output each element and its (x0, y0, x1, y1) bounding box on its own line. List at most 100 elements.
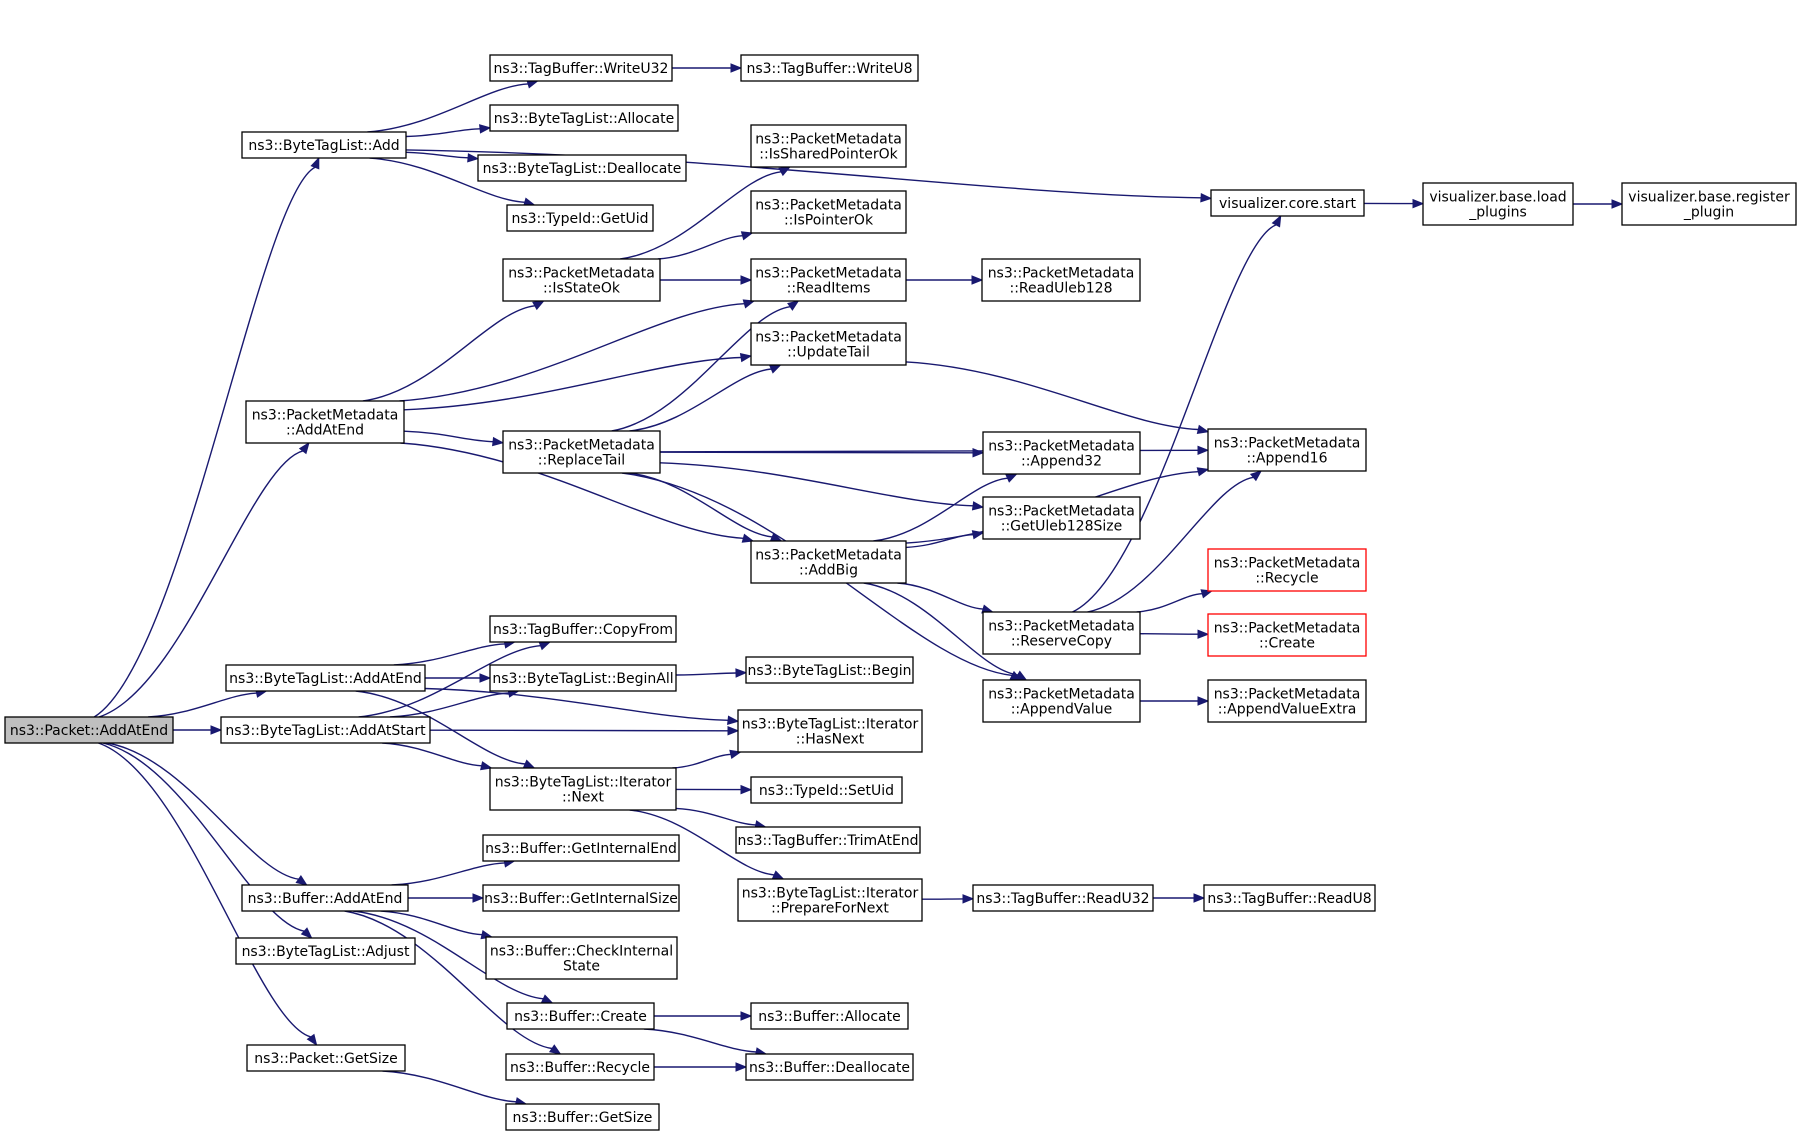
node-buf-allocate[interactable]: ns3::Buffer::Allocate (750, 1002, 909, 1030)
edge-line (405, 151, 469, 159)
node-buf-getinternalsize[interactable]: ns3::Buffer::GetInternalSize (482, 884, 680, 912)
edge-pm_addatend-to-pm_readitems (399, 299, 756, 402)
node-btl-iter-next[interactable]: ns3::ByteTagList::Iterator::Next (489, 767, 677, 811)
edge-pm_addatend-to-pm_addbig (400, 442, 755, 543)
arrowhead-icon (1611, 199, 1624, 209)
node-box (750, 190, 907, 234)
node-tb-copyfrom[interactable]: ns3::TagBuffer::CopyFrom (489, 615, 677, 643)
node-label: ns3::ByteTagList::Adjust (242, 944, 410, 960)
edge-line (429, 729, 729, 732)
node-viz-base-register[interactable]: visualizer.base.register_plugin (1621, 182, 1797, 226)
node-label: ns3::ByteTagList::Deallocate (483, 161, 682, 177)
node-box (235, 937, 416, 965)
arrowhead-icon (787, 300, 800, 311)
arrowhead-icon (492, 436, 505, 447)
node-btl-allocate[interactable]: ns3::ByteTagList::Allocate (489, 104, 679, 132)
node-root[interactable]: ns3::Packet::AddAtEnd (4, 716, 174, 744)
node-box (505, 1053, 655, 1081)
node-buf-getinternalend[interactable]: ns3::Buffer::GetInternalEnd (482, 834, 680, 862)
node-tb-readu8[interactable]: ns3::TagBuffer::ReadU8 (1203, 884, 1376, 912)
edge-pm_isstateok-to-pm_ispointerok (657, 231, 754, 260)
node-buf-deallocate[interactable]: ns3::Buffer::Deallocate (745, 1053, 914, 1081)
node-box (506, 204, 654, 232)
node-box (750, 1002, 909, 1030)
node-pm-create[interactable]: ns3::PacketMetadata::Create (1207, 613, 1367, 657)
node-btl-begin[interactable]: ns3::ByteTagList::Begin (745, 656, 914, 684)
node-btl-deallocate[interactable]: ns3::ByteTagList::Deallocate (477, 154, 687, 182)
node-pm-readuleb128[interactable]: ns3::PacketMetadata::ReadUleb128 (981, 258, 1141, 302)
node-btl-iter-hasnext[interactable]: ns3::ByteTagList::Iterator::HasNext (737, 709, 923, 753)
node-pm-getuleb128size[interactable]: ns3::PacketMetadata::GetUleb128Size (982, 496, 1141, 540)
edge-viz_core_start-to-viz_base_load (1363, 198, 1425, 209)
node-pm-recycle[interactable]: ns3::PacketMetadata::Recycle (1207, 548, 1367, 592)
edge-line (1072, 224, 1277, 613)
node-viz-base-load[interactable]: visualizer.base.load_plugins (1422, 182, 1574, 226)
node-tb-writeu32[interactable]: ns3::TagBuffer::WriteU32 (489, 54, 673, 82)
arrowhead-icon (771, 870, 785, 880)
arrowhead-icon (532, 300, 545, 311)
arrowhead-icon (740, 1011, 753, 1021)
edge-buf_addatend-to-buf_getinternalsize (408, 893, 485, 903)
node-label: ns3::TagBuffer::ReadU8 (1207, 891, 1371, 907)
node-viz-core-start[interactable]: visualizer.core.start (1210, 189, 1365, 217)
node-typeid-getuid[interactable]: ns3::TypeId::GetUid (506, 204, 654, 232)
node-label: ns3::PacketMetadata (1214, 556, 1361, 572)
node-label: ns3::PacketMetadata (988, 687, 1135, 703)
node-pm-readitems[interactable]: ns3::PacketMetadata::ReadItems (750, 258, 907, 302)
node-btl-beginall[interactable]: ns3::ByteTagList::BeginAll (489, 664, 677, 692)
node-buf-getsize[interactable]: ns3::Buffer::GetSize (505, 1103, 660, 1131)
node-btl-adjust[interactable]: ns3::ByteTagList::Adjust (235, 937, 416, 965)
node-btl-iter-preparefornext[interactable]: ns3::ByteTagList::Iterator::PrepareForNe… (737, 878, 923, 922)
node-buf-create[interactable]: ns3::Buffer::Create (506, 1002, 655, 1030)
edge-line (643, 1028, 757, 1053)
node-label: ::HasNext (796, 732, 865, 748)
arrowhead-icon (972, 448, 985, 458)
edge-line (1139, 633, 1199, 635)
node-pm-issharedpointerok[interactable]: ns3::PacketMetadata::IsSharedPointerOk (750, 124, 907, 168)
node-pm-append16[interactable]: ns3::PacketMetadata::Append16 (1207, 428, 1367, 472)
node-pm-updatetail[interactable]: ns3::PacketMetadata::UpdateTail (750, 322, 907, 366)
node-pm-replacetail[interactable]: ns3::PacketMetadata::ReplaceTail (502, 430, 661, 474)
node-box (489, 54, 673, 82)
node-label: ns3::Buffer::AddAtEnd (248, 891, 403, 907)
edge-line (405, 149, 1202, 199)
node-pm-reservecopy[interactable]: ns3::PacketMetadata::ReserveCopy (982, 611, 1141, 655)
node-pm-append32[interactable]: ns3::PacketMetadata::Append32 (982, 431, 1141, 475)
arrowhead-icon (479, 124, 492, 134)
arrowhead-icon (1193, 893, 1206, 903)
node-buf-addatend[interactable]: ns3::Buffer::AddAtEnd (241, 884, 409, 912)
edge-btl_iter_next-to-btl_iter_hasnext (672, 749, 742, 769)
node-box (225, 664, 426, 692)
node-label: ns3::PacketMetadata (1214, 621, 1361, 637)
node-pm-appendvalueextra[interactable]: ns3::PacketMetadata::AppendValueExtra (1207, 679, 1367, 723)
node-label: ::AppendValue (1011, 702, 1113, 718)
node-btl-addatend[interactable]: ns3::ByteTagList::AddAtEnd (225, 664, 426, 692)
node-packet-getsize[interactable]: ns3::Packet::GetSize (246, 1044, 406, 1072)
edge-pm_replacetail-to-pm_updatetail (629, 364, 782, 432)
edge-line (403, 430, 494, 443)
edge-line (897, 582, 984, 610)
node-tb-readu32[interactable]: ns3::TagBuffer::ReadU32 (972, 884, 1154, 912)
node-label: ::IsSharedPointerOk (759, 147, 898, 163)
edge-line (367, 83, 529, 133)
arrowhead-icon (210, 725, 223, 735)
node-pm-addatend[interactable]: ns3::PacketMetadata::AddAtEnd (245, 400, 405, 444)
node-buf-recycle[interactable]: ns3::Buffer::Recycle (505, 1053, 655, 1081)
node-typeid-setuid[interactable]: ns3::TypeId::SetUid (750, 776, 903, 804)
edge-packet_getsize-to-buf_getsize (382, 1070, 528, 1107)
node-btl-addatstart[interactable]: ns3::ByteTagList::AddAtStart (220, 716, 431, 744)
node-btl-add[interactable]: ns3::ByteTagList::Add (241, 131, 407, 159)
node-tb-writeu8[interactable]: ns3::TagBuffer::WriteU8 (740, 54, 919, 82)
node-label: ::AppendValueExtra (1218, 702, 1357, 718)
edge-pm_reservecopy-to-pm_append16 (1087, 470, 1263, 613)
edge-line (403, 356, 742, 411)
node-tb-trimatend[interactable]: ns3::TagBuffer::TrimAtEnd (735, 826, 921, 854)
edge-buf_addatend-to-buf_getinternalend (391, 858, 516, 886)
edge-root-to-btl_adjust (102, 742, 313, 939)
node-pm-isstateok[interactable]: ns3::PacketMetadata::IsStateOk (502, 258, 661, 302)
node-pm-addbig[interactable]: ns3::PacketMetadata::AddBig (750, 540, 907, 584)
node-pm-appendvalue[interactable]: ns3::PacketMetadata::AppendValue (982, 679, 1141, 723)
node-pm-ispointerok[interactable]: ns3::PacketMetadata::IsPointerOk (750, 190, 907, 234)
edge-line (382, 1070, 517, 1103)
